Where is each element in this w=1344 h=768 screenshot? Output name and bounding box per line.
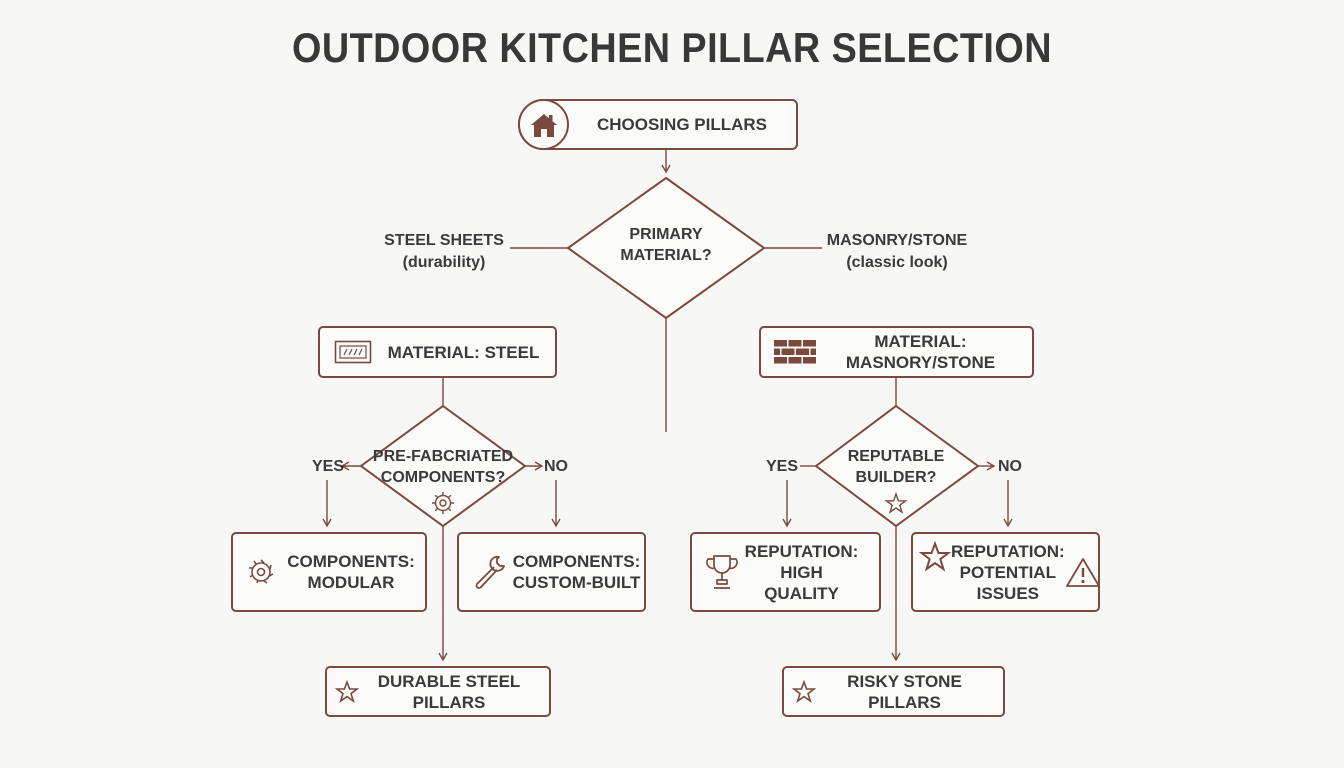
star-icon [792,679,816,704]
steel-result-label: DURABLE STEEL PILLARS [377,671,521,712]
steel-yes-label: YES [311,458,344,475]
star-icon [919,541,951,573]
stone-issues-node[interactable]: REPUTATION: POTENTIAL ISSUES [911,532,1100,612]
start-node-label: CHOOSING PILLARS [596,115,767,134]
brick-icon [773,339,817,365]
steel-material-node[interactable]: MATERIAL: STEEL [318,326,557,378]
decision-material-diamond [566,176,766,320]
steel-material-label: MATERIAL: STEEL [387,342,540,362]
stone-yes-label: YES [765,458,798,475]
steel-modular-node[interactable]: COMPONENTS: MODULAR [231,532,427,612]
stone-no-label: NO [998,458,1022,475]
saw-blade-icon [245,556,277,588]
steel-sheet-icon [334,340,372,364]
house-icon [530,113,557,137]
wrench-icon [469,552,509,592]
stone-material-node[interactable]: MATERIAL: MASNORY/STONE [759,326,1034,378]
steel-custom-node[interactable]: COMPONENTS: CUSTOM-BUILT [457,532,646,612]
house-icon-badge [518,99,569,150]
warning-icon [1065,556,1101,588]
stone-issues-label: REPUTATION: POTENTIAL ISSUES [951,541,1065,603]
page-title: OUTDOOR KITCHEN PILLAR SELECTION [292,24,1052,71]
branch-label-stone: MASONRY/STONE (classic look) [826,232,968,271]
start-node[interactable]: CHOOSING PILLARS [518,99,798,150]
gear-icon [432,492,454,514]
stone-high-quality-label: REPUTATION: HIGH QUALITY [744,541,859,603]
decision-builder-diamond [814,404,980,528]
stone-result-node[interactable]: RISKY STONE PILLARS [782,666,1005,717]
stone-material-label: MATERIAL: MASNORY/STONE [845,332,996,372]
decision-prefab-diamond [359,404,527,528]
decision-builder-question: REPUTABLE BUILDER? [847,448,945,486]
steel-custom-label: COMPONENTS: CUSTOM-BUILT [512,552,641,592]
steel-modular-label: COMPONENTS: MODULAR [287,552,415,592]
stone-high-quality-node[interactable]: REPUTATION: HIGH QUALITY [690,532,881,612]
branch-label-steel: STEEL SHEETS (durability) [384,232,504,271]
trophy-icon [704,553,740,591]
decision-material-question: PRIMARY MATERIAL? [620,226,712,264]
decision-prefab-question: PRE-FABCRIATED COMPONENTS? [372,448,514,486]
steel-result-node[interactable]: DURABLE STEEL PILLARS [325,666,551,717]
star-icon [335,679,359,704]
stone-result-label: RISKY STONE PILLARS [847,671,962,712]
star-icon [884,491,908,514]
steel-no-label: NO [544,458,568,475]
